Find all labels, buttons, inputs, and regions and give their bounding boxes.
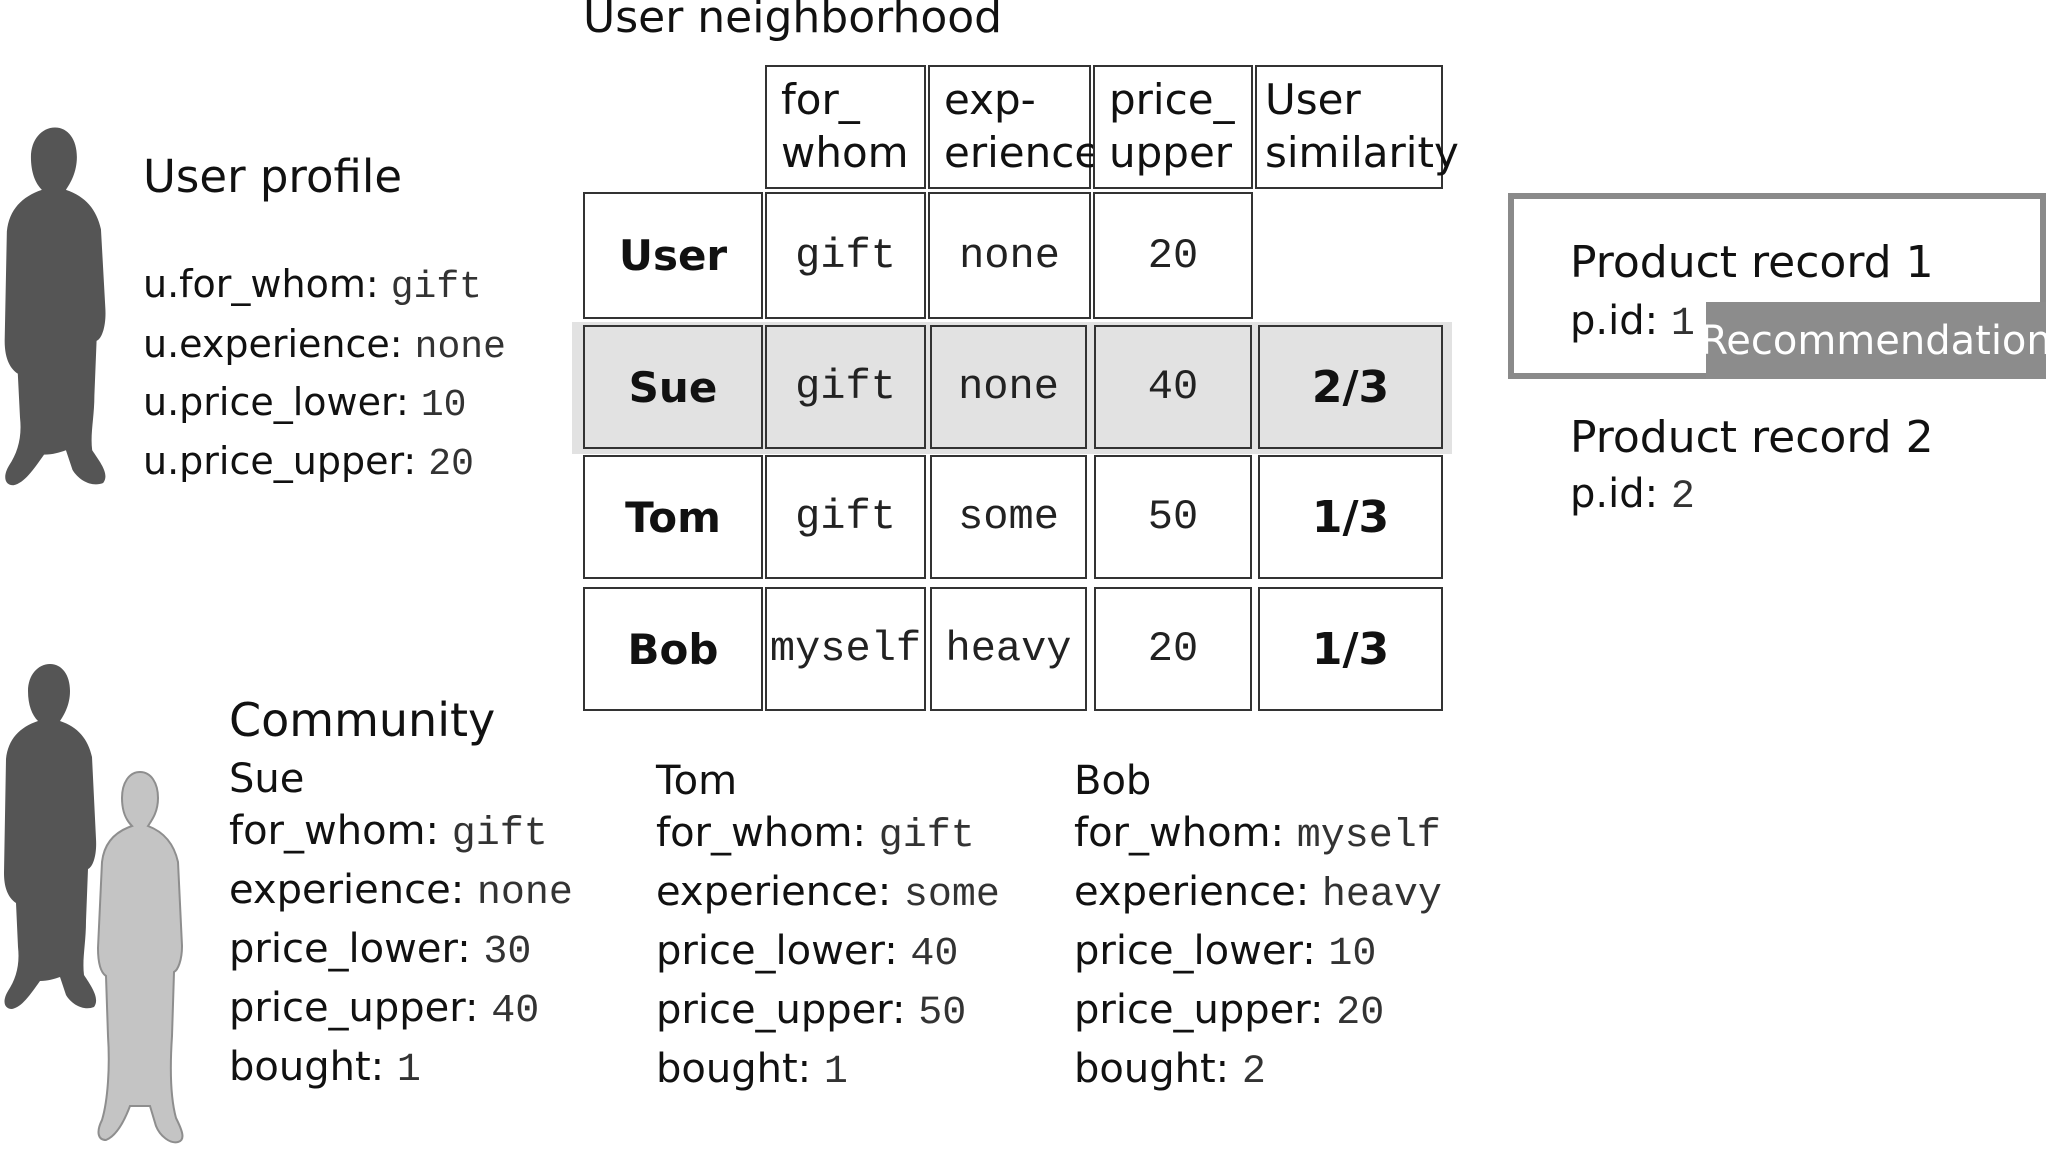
field-key: price_lower: <box>1074 928 1329 974</box>
member-field: price_upper: 50 <box>656 987 966 1036</box>
member-field: experience: heavy <box>1074 869 1442 918</box>
cell-experience: some <box>930 455 1087 579</box>
field-key: experience: <box>229 867 477 913</box>
field-value: some <box>903 873 1000 918</box>
cell-price-upper: 50 <box>1094 455 1252 579</box>
field-value: 20 <box>1336 991 1385 1036</box>
field-key: experience: <box>656 869 904 915</box>
field-value: gift <box>878 814 975 859</box>
cell-user-similarity: 1/3 <box>1258 587 1443 711</box>
member-field: price_lower: 30 <box>229 926 531 975</box>
field-value: myself <box>1296 814 1441 859</box>
member-field: price_lower: 40 <box>656 928 958 977</box>
community-title: Community <box>229 693 496 747</box>
cell-for-whom: myself <box>765 587 926 711</box>
product-record-1-title: Product record 1 <box>1570 237 1934 288</box>
field-key: price_upper: <box>1074 987 1337 1033</box>
header-experience: exp- erience <box>928 65 1100 189</box>
row-header-bob: Bob <box>583 587 763 711</box>
product-record-2-title: Product record 2 <box>1570 412 1934 463</box>
field-value: 50 <box>918 991 967 1036</box>
cell-price-upper: 20 <box>1093 192 1253 319</box>
profile-field-price-lower: u.price_lower: 10 <box>143 380 466 427</box>
cell-experience: none <box>930 325 1087 449</box>
field-value: 2 <box>1241 1050 1266 1095</box>
field-value: heavy <box>1321 873 1442 918</box>
field-value: 20 <box>428 443 474 486</box>
row-header-sue: Sue <box>583 325 763 449</box>
field-key: u.experience: <box>143 322 415 366</box>
field-key: experience: <box>1074 869 1322 915</box>
light-person-figure-icon <box>96 770 184 1144</box>
header-for-whom: for_ whom <box>765 65 926 189</box>
field-key: bought: <box>1074 1046 1242 1092</box>
cell-for-whom: gift <box>765 325 926 449</box>
community-member-sue-name: Sue <box>229 756 305 802</box>
header-user-similarity: User similarity <box>1255 65 1459 189</box>
member-field: bought: 1 <box>656 1046 848 1095</box>
user-profile-title: User profile <box>143 150 403 203</box>
dark-person-figure-icon <box>4 127 106 486</box>
field-key: bought: <box>656 1046 824 1092</box>
member-field: for_whom: myself <box>1074 810 1441 859</box>
field-key: u.for_whom: <box>143 262 391 306</box>
row-header-user: User <box>583 192 763 319</box>
cell-user-similarity: 1/3 <box>1258 455 1443 579</box>
field-key: for_whom: <box>656 810 879 856</box>
member-field: price_lower: 10 <box>1074 928 1376 977</box>
field-value: 1 <box>823 1050 848 1095</box>
field-value: gift <box>451 812 548 857</box>
cell-price-upper: 20 <box>1094 587 1252 711</box>
field-value: gift <box>390 266 482 309</box>
field-value: 10 <box>420 384 467 427</box>
field-value: 40 <box>491 989 540 1034</box>
id-value: 2 <box>1670 475 1695 520</box>
field-key: price_lower: <box>656 928 911 974</box>
cell-experience: none <box>928 192 1091 319</box>
member-field: bought: 1 <box>229 1044 421 1093</box>
header-price-upper: price_ upper <box>1093 65 1253 189</box>
field-key: u.price_lower: <box>143 380 421 424</box>
member-field: experience: none <box>229 867 573 916</box>
member-field: for_whom: gift <box>229 808 548 857</box>
member-field: bought: 2 <box>1074 1046 1266 1095</box>
row-header-tom: Tom <box>583 455 763 579</box>
product-record-1-id: p.id: 1 <box>1570 298 1695 347</box>
field-value: none <box>476 871 573 916</box>
community-member-bob-name: Bob <box>1074 758 1152 804</box>
member-field: experience: some <box>656 869 1000 918</box>
field-key: for_whom: <box>229 808 452 854</box>
id-label: p.id: <box>1570 298 1671 344</box>
recommendation-badge: Recommendation <box>1700 302 2048 379</box>
field-key: price_upper: <box>656 987 919 1033</box>
profile-field-price-upper: u.price_upper: 20 <box>143 439 474 486</box>
community-member-tom-name: Tom <box>656 758 738 804</box>
field-key: price_upper: <box>229 985 492 1031</box>
cell-experience: heavy <box>930 587 1087 711</box>
profile-field-experience: u.experience: none <box>143 322 506 369</box>
member-field: price_upper: 20 <box>1074 987 1384 1036</box>
member-field: price_upper: 40 <box>229 985 539 1034</box>
cell-user-similarity: 2/3 <box>1258 325 1443 449</box>
member-field: for_whom: gift <box>656 810 975 859</box>
field-value: 30 <box>483 930 532 975</box>
field-value: 40 <box>910 932 959 977</box>
field-key: price_lower: <box>229 926 484 972</box>
field-value: 10 <box>1328 932 1377 977</box>
field-key: bought: <box>229 1044 397 1090</box>
product-record-2-id: p.id: 2 <box>1570 471 1695 520</box>
cell-price-upper: 40 <box>1094 325 1252 449</box>
field-value: none <box>414 326 506 369</box>
field-key: u.price_upper: <box>143 439 429 483</box>
field-value: 1 <box>396 1048 421 1093</box>
user-neighborhood-title: User neighborhood <box>583 0 1003 43</box>
cell-for-whom: gift <box>765 192 926 319</box>
field-key: for_whom: <box>1074 810 1297 856</box>
cell-for-whom: gift <box>765 455 926 579</box>
dark-person-figure-icon <box>4 664 97 1009</box>
id-value: 1 <box>1670 302 1695 347</box>
profile-field-for-whom: u.for_whom: gift <box>143 262 482 309</box>
id-label: p.id: <box>1570 471 1671 517</box>
